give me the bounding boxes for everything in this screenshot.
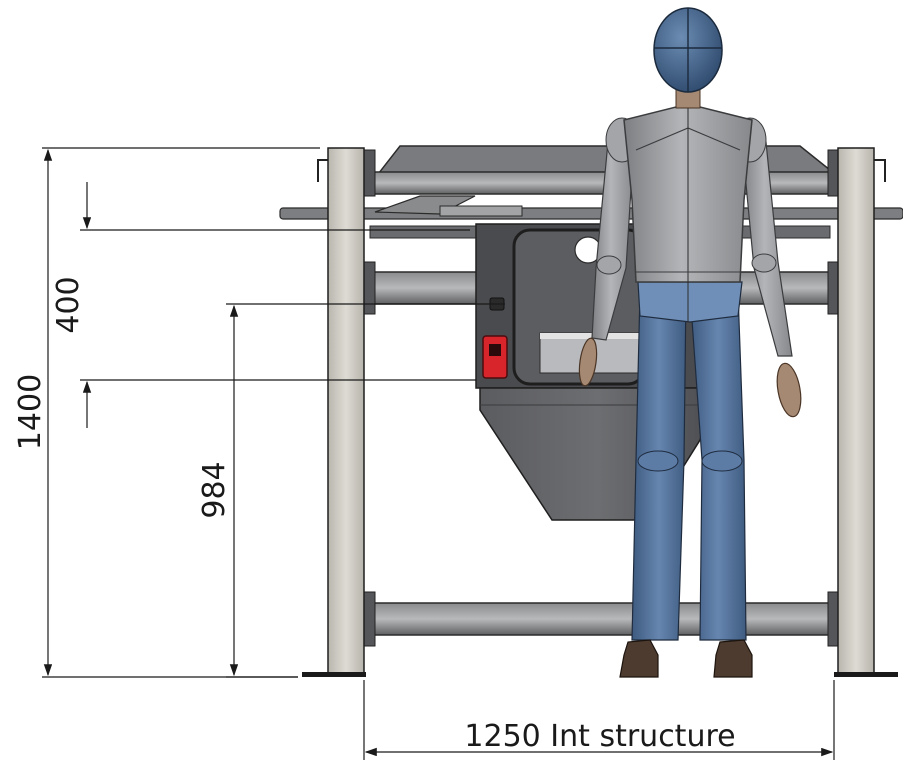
label-984: 984 <box>197 461 232 518</box>
left-foot <box>302 672 366 677</box>
dimension-1400 <box>42 147 320 678</box>
lever-bar <box>439 205 523 217</box>
left-shoe <box>619 639 659 678</box>
bracket-left-mid <box>362 261 376 315</box>
right-post <box>837 147 875 674</box>
hips <box>637 281 743 323</box>
dimension-984 <box>226 303 505 678</box>
dimension-400 <box>80 182 476 428</box>
emergency-button <box>482 335 508 379</box>
left-elbow <box>596 255 622 275</box>
horizontal-rod <box>279 207 903 220</box>
inner-tray-top <box>540 333 640 339</box>
right-foot <box>834 672 898 677</box>
left-post <box>327 147 365 674</box>
human-figure <box>578 7 802 678</box>
lever-plate <box>374 195 476 215</box>
label-400: 400 <box>51 276 86 333</box>
machine-frame <box>279 145 903 677</box>
emergency-button-detail <box>489 344 501 356</box>
bracket-left-bottom <box>362 591 376 647</box>
left-knee <box>637 450 679 472</box>
label-1250: 1250 Int structure <box>464 719 735 754</box>
right-hand <box>776 362 802 418</box>
dimension-1250 <box>363 680 835 760</box>
left-hand <box>578 337 598 387</box>
right-shoe <box>713 639 753 678</box>
bracket-left-top <box>362 149 376 197</box>
top-tray-front <box>329 171 851 195</box>
right-knee <box>701 450 743 472</box>
label-1400: 1400 <box>13 374 48 450</box>
bottom-beam <box>339 602 841 636</box>
tray-clip-right <box>872 159 886 182</box>
right-elbow <box>751 253 777 273</box>
